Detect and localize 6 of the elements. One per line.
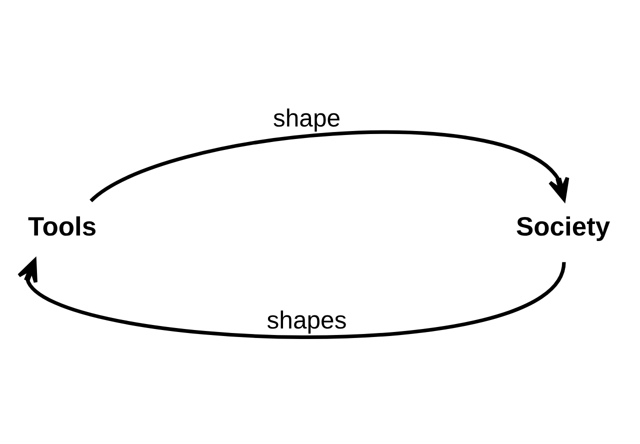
- edge-label: shape: [272, 105, 341, 132]
- node-text: Society: [516, 211, 610, 242]
- arrow: [17, 258, 566, 339]
- edge-label: shapes: [266, 307, 347, 334]
- node-text: Tools: [28, 211, 97, 242]
- arrow: [90, 130, 570, 202]
